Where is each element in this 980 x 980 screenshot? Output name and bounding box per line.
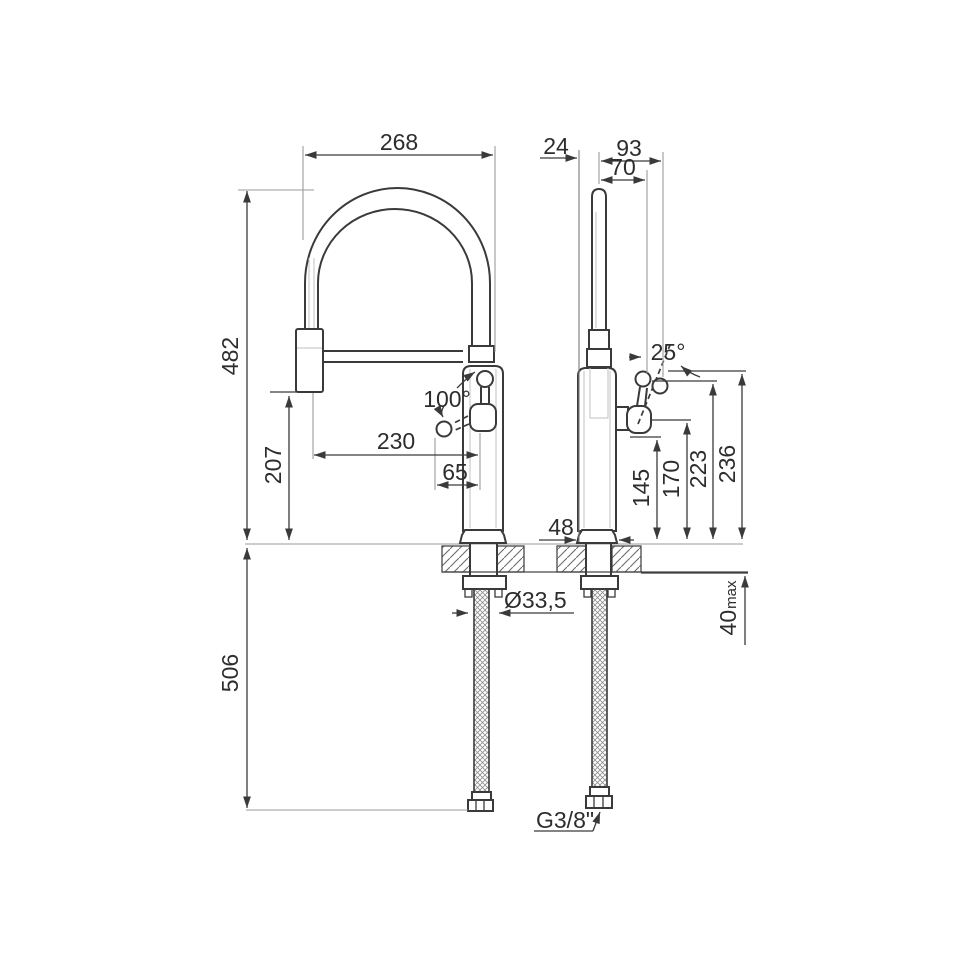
dim-handle-offset: 65 [437, 459, 478, 489]
lever-knob-front [476, 370, 494, 388]
dim-hose-length-below: 506 [217, 548, 251, 808]
extension-lines [238, 146, 748, 811]
dim-counter-thickness-value: 40 [715, 610, 741, 636]
dim-handle-mid-height: 170 [658, 423, 691, 539]
supply-hose-side [585, 588, 613, 809]
hose-nut-front [467, 799, 494, 812]
dim-spout-width: 268 [305, 129, 493, 159]
dim-base-diameter-label: 48 [548, 514, 574, 540]
lever-handle-side-tilted [637, 344, 671, 425]
dim-connection-thread-label: G3/8" [536, 807, 594, 833]
dim-lever-knob-height: 223 [685, 384, 717, 539]
dim-spout-width-label: 268 [380, 129, 418, 155]
base-ring-side [575, 529, 619, 544]
dim-spray-swivel-angle-label: 100° [423, 386, 471, 412]
dim-hole-diameter: Ø33,5 [452, 587, 574, 617]
dim-lever-tilt-angle-label: 25° [651, 339, 686, 365]
dim-counter-thickness-suffix: max [723, 580, 740, 609]
dim-hole-diameter-label: Ø33,5 [504, 587, 567, 613]
dim-lever-top-height-label: 236 [714, 445, 740, 483]
dim-handle-offset-label: 65 [442, 459, 468, 485]
lever-knob-side [634, 370, 652, 388]
dim-lever-tilt-angle: 25° [629, 339, 701, 378]
dim-height-to-spout-top-label: 482 [217, 337, 243, 375]
lever-handle-front-alt-position [435, 415, 470, 438]
spout-tube-side [591, 187, 607, 330]
spout-arch-inner [317, 208, 473, 347]
dim-top-offset: 24 [540, 133, 577, 162]
dim-lever-knob-height-label: 223 [685, 450, 711, 488]
dim-lever-top-height: 236 [714, 374, 746, 539]
tube-collar-upper [588, 329, 610, 350]
dim-base-diameter: 48 [539, 514, 634, 544]
dim-counter-thickness: 40max [715, 576, 749, 645]
lever-knob-side-tilted [651, 377, 669, 395]
counter-hatch-front-right [496, 545, 525, 573]
spout-arm [323, 350, 463, 363]
lever-knob-front-alt [435, 420, 453, 438]
counter-hatch-side-left [556, 545, 587, 573]
dim-top-offset-label: 24 [543, 133, 569, 159]
dim-handle-base-height: 145 [628, 440, 661, 539]
front-view [295, 187, 508, 812]
dim-handle-reach-label: 93 [616, 135, 642, 161]
counter-hatch-side-right [611, 545, 642, 573]
countertop-section [245, 543, 748, 573]
dim-hose-length-below-label: 506 [217, 654, 243, 692]
lever-handle-front [469, 370, 497, 432]
base-ring-front [458, 529, 508, 544]
dim-handle-reach: 93 [601, 135, 661, 165]
dim-spout-reach-label: 230 [377, 428, 415, 454]
dim-counter-thickness-label: 40max [715, 580, 741, 635]
counter-hatch-front-left [441, 545, 471, 573]
dim-connection-thread: G3/8" [534, 807, 601, 833]
supply-hose-front [467, 588, 494, 812]
mounting-shank-side [580, 543, 619, 598]
dim-handle-knob-offset: 70 [601, 154, 645, 184]
hose-nut-side [585, 795, 613, 809]
tube-collar-lower [586, 348, 612, 368]
dim-spray-head-clearance-label: 207 [260, 446, 286, 484]
dim-handle-knob-offset-label: 70 [610, 154, 636, 180]
spray-head [295, 328, 324, 393]
dim-height-to-spout-top: 482 [217, 191, 251, 540]
mounting-shank-front [462, 543, 507, 598]
dim-spray-swivel-angle: 100° [423, 371, 476, 418]
dimensions: 268 24 93 70 482 207 230 [217, 129, 749, 833]
body-collar-front [468, 345, 495, 363]
dim-handle-mid-height-label: 170 [658, 460, 684, 498]
dim-spout-reach: 230 [314, 428, 478, 459]
side-view [575, 187, 671, 809]
spout-arch-outer [304, 187, 491, 347]
dim-spray-head-clearance: 207 [260, 396, 293, 540]
dim-handle-base-height-label: 145 [628, 469, 654, 507]
